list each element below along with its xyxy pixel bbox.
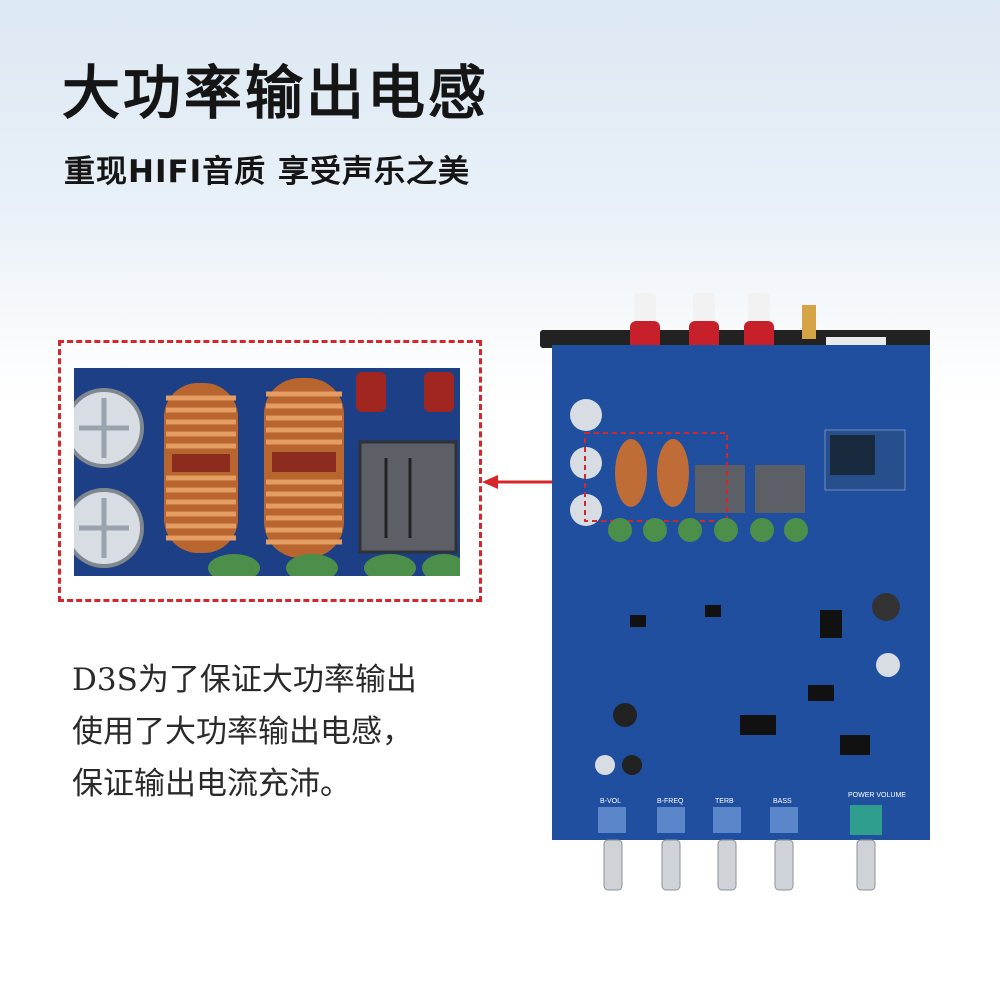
capacitor-top	[74, 388, 144, 468]
pcb	[552, 345, 930, 840]
description-line: 使用了大功率输出电感，	[72, 714, 413, 750]
description-line: D3S为了保证大功率输出	[72, 662, 417, 698]
inductor-right	[264, 378, 344, 558]
capacitor-bottom	[74, 488, 144, 568]
amplifier-board-photo: B-VOL B-FREQ TERB BASS POWER VOLUME	[540, 285, 930, 895]
description-text: D3S为了保证大功率输出 使用了大功率输出电感， 保证输出电流充沛。	[72, 654, 492, 810]
inductor-left	[164, 383, 238, 553]
knob-label: B-FREQ	[657, 798, 684, 805]
description-line: 保证输出电流充沛。	[72, 766, 351, 802]
knob-label: TERB	[715, 798, 734, 805]
knob-label: BASS	[773, 798, 792, 805]
zoom-detail-image	[74, 368, 460, 576]
page-title: 大功率输出电感	[62, 59, 490, 127]
potentiometers	[598, 805, 882, 835]
zoom-callout-frame	[58, 340, 482, 602]
page-subtitle: 重现HIFI音质 享受声乐之美	[64, 154, 470, 190]
transformer	[358, 440, 458, 554]
knob-label: B-VOL	[600, 798, 621, 805]
knob-label: POWER VOLUME	[848, 792, 906, 799]
